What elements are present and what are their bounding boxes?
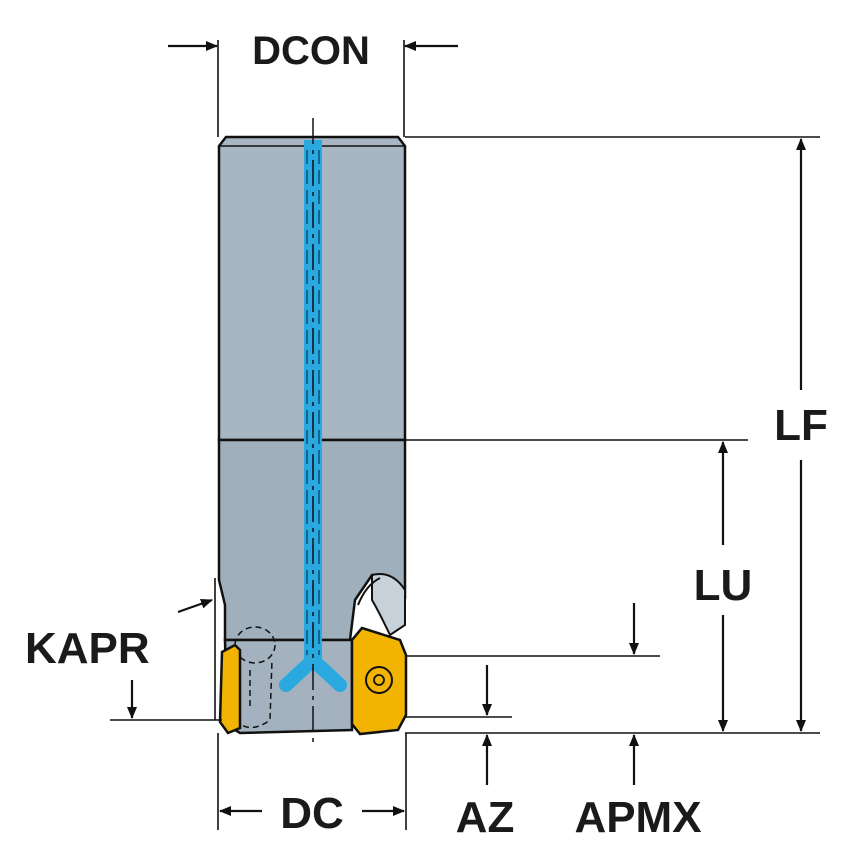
apmx-dimension: APMX <box>406 603 702 842</box>
lu-label: LU <box>694 561 753 610</box>
dcon-label: DCON <box>252 29 370 73</box>
insert-right <box>350 626 408 736</box>
az-label: AZ <box>456 793 515 842</box>
lf-dimension: LF <box>405 136 828 734</box>
kapr-dimension: KAPR <box>25 578 222 721</box>
dc-dimension: DC <box>217 733 407 838</box>
apmx-label: APMX <box>574 793 701 842</box>
insert-screw <box>365 666 393 694</box>
dc-label: DC <box>280 789 344 838</box>
insert-left <box>218 643 242 735</box>
dcon-dimension: DCON <box>168 29 458 137</box>
chip-flute <box>371 573 406 637</box>
lf-label: LF <box>774 401 828 450</box>
az-dimension: AZ <box>406 665 514 842</box>
coolant-channel <box>279 140 347 692</box>
kapr-label: KAPR <box>25 624 150 673</box>
lu-dimension: LU <box>405 439 753 732</box>
